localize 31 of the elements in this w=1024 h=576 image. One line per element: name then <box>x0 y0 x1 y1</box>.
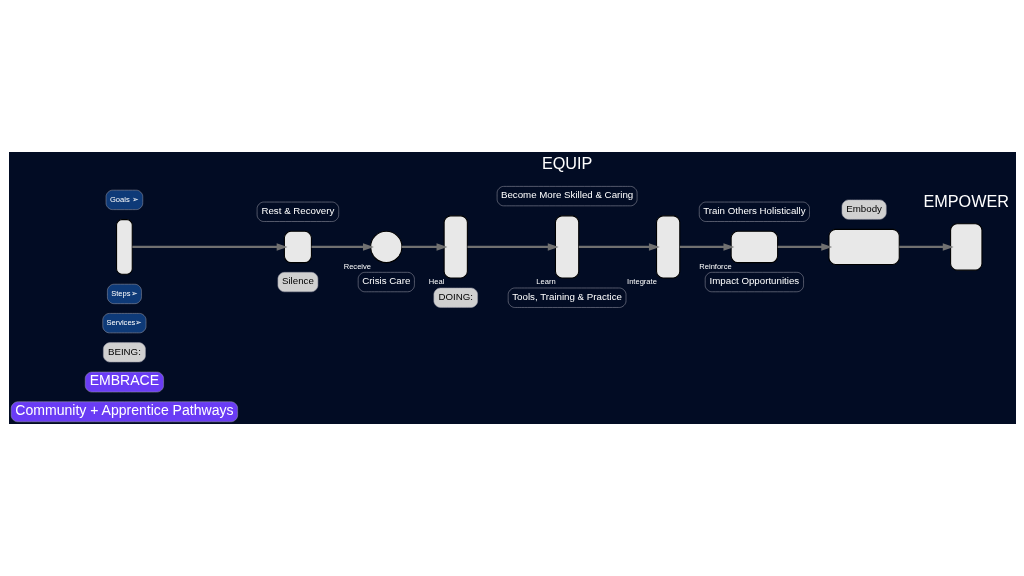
node-box: DOING: <box>433 287 478 308</box>
node-box <box>655 215 680 279</box>
node-box <box>554 215 579 279</box>
node-box: Embody <box>841 199 887 220</box>
arrow <box>777 243 832 251</box>
node-box <box>949 223 982 271</box>
node-box: Rest & Recovery <box>256 201 339 222</box>
arrow <box>578 243 660 251</box>
arrow <box>131 243 287 251</box>
node-box <box>730 230 778 264</box>
node-box: EMBRACE <box>84 371 164 393</box>
node-box <box>443 215 468 279</box>
node-box <box>283 230 312 264</box>
arrow <box>466 243 559 251</box>
node-box: Become More Skilled & Caring <box>496 186 637 207</box>
node-circle <box>369 230 402 264</box>
node-box: Silence <box>277 272 318 293</box>
node-box: BEING: <box>102 342 146 363</box>
label: EQUIP <box>541 154 592 173</box>
arrow <box>898 243 954 251</box>
node-box <box>827 228 900 266</box>
arrow <box>311 243 374 251</box>
label: EMPOWER <box>923 191 1009 210</box>
node-box: Tools, Training & Practice <box>507 287 626 308</box>
node-box: Train Others Holistically <box>698 201 810 222</box>
node-box: Impact Opportunities <box>704 272 804 293</box>
node-box <box>115 219 133 275</box>
arrow <box>401 243 447 251</box>
arrow <box>679 243 734 251</box>
node-box: Crisis Care <box>357 272 415 293</box>
node-box: Community + Apprentice Pathways <box>10 401 238 423</box>
